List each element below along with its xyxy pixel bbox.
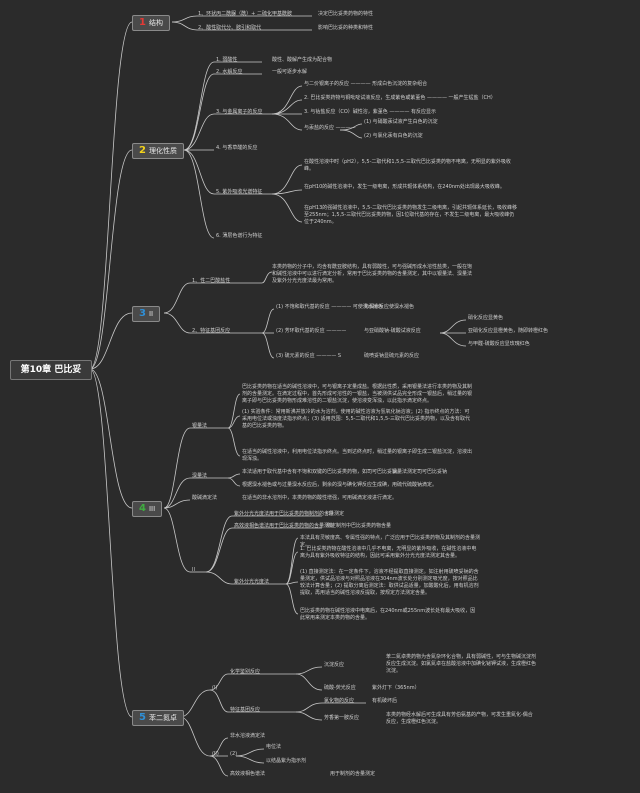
b5-chem-2[interactable]: 特征基团反应 [230, 707, 261, 713]
branch-5-number: 5 [139, 712, 146, 723]
b2-metal-4[interactable]: 与汞盐的反应 ———— [304, 125, 356, 131]
b4-silver-1[interactable]: 巴比妥类药物在适当的碱性溶液中，可与银离子定量成盐。根据此性质，采用银量法进行本… [242, 384, 473, 404]
b4-uv-para-1[interactable]: 本法具有灵敏度高、专属性强的特点，广泛应用于巴比妥类药物及其制剂的含量测定。 [300, 535, 481, 548]
b4-uv-item-3[interactable]: 紫外分光光度法 [234, 579, 270, 585]
b3-item-2[interactable]: 2、特征基团反应 [192, 328, 231, 334]
b3-note-1[interactable]: 与溴水反应使溴水褪色 [364, 304, 415, 310]
b4-silver-3[interactable]: 在适当的碱性溶液中，利用电位法指示终点。当到达终点时，稍过量的银离子即生成二银盐… [242, 449, 473, 462]
b5-ii-item-1[interactable]: 非水溶液滴定法 [230, 733, 266, 739]
b4-label-acidbase[interactable]: 酸碱滴定法 [192, 495, 218, 501]
branch-1-label: 结构 [148, 19, 163, 27]
b5-chem-sub-4[interactable]: 芳香第一胺反应 [324, 715, 360, 721]
b1-note-2[interactable]: 影响巴比妥的种类和特性 [318, 25, 374, 31]
b2-item-5[interactable]: 5. 紫外吸收光谱特征 [216, 189, 263, 195]
b5-chem-sub-1[interactable]: 沉淀反应 [324, 662, 345, 668]
b3-sub-3[interactable]: 与甲醛-硫酸反应显玫瑰红色 [468, 341, 530, 347]
b2-note-1[interactable]: 酸性、酸解产生成为配合物 [272, 57, 333, 63]
b4-uv-para-3[interactable]: (1) 直接测定法：在一定条件下，溶液不经提取直接测定。如注射用硫喷妥钠的含量测… [300, 569, 479, 596]
b5-chem-para-3[interactable]: 本类药物经水解后可生成具有芳伯氨基的产物，可发生重氮化-偶合反应，生成橙红色沉淀… [386, 712, 533, 725]
b2-item-3[interactable]: 3. 与金属离子的反应 [216, 109, 263, 115]
b5-ii-sub-2[interactable]: 以结晶紫为指示剂 [266, 758, 307, 764]
branch-5-label: 苯二氮卓 [148, 714, 177, 722]
b2-uv-3[interactable]: 在pH13的强碱性溶液中，5,5-二取代巴比妥类药物发生二级电离，引起共轭体系延… [304, 205, 518, 225]
b4-label-silver[interactable]: 银量法 [192, 423, 208, 429]
b2-item-2[interactable]: 2. 水解反应 [216, 69, 243, 75]
b3-row-2[interactable]: (2) 芳环取代基的反应 ———— [276, 328, 347, 334]
b2-mercury-1[interactable]: (1) 与硝酸汞试液产生白色的沉淀 [364, 119, 438, 125]
branch-4-label: III [148, 505, 156, 513]
b1-note-1[interactable]: 决定巴比妥类药物的特性 [318, 11, 374, 17]
b3-item-1[interactable]: 1、性二巴酸盐性 [192, 278, 231, 284]
branch-1-number: 1 [139, 17, 146, 28]
b5-chem-note-1[interactable]: 紫外灯下（365nm） [372, 685, 420, 691]
branch-2-number: 2 [139, 145, 146, 156]
b3-para[interactable]: 本类药物的分子中，均含有酰亚胺结构，具有弱酸性，可与强碱形成水溶性盐类，一般在饱… [272, 264, 473, 284]
b4-bromine-note[interactable]: 溴量法测定司可巴比妥钠 [392, 469, 448, 475]
b3-row-3[interactable]: (3) 硫元素的反应 ———— S [276, 353, 342, 359]
b4-uv-item-2[interactable]: 高效液相色谱法用于巴比妥类药物的含量测定 [234, 523, 335, 529]
b4-bromine-sub[interactable]: 根据溴水褪色或与过量溴水反应后，剩余的溴与碘化钾反应生成碘，用硫代硫酸钠滴定。 [242, 482, 438, 488]
b2-mercury-2[interactable]: (2) 与氯化汞有白色的沉淀 [364, 133, 423, 139]
b5-ii-item-2[interactable]: (2) [230, 751, 238, 757]
b2-note-2[interactable]: 一般可逐步水解 [272, 69, 308, 75]
b2-item-6[interactable]: 6. 薄层色谱行为特征 [216, 233, 263, 239]
branch-4-number: 4 [139, 503, 146, 514]
b1-item-1[interactable]: 1、环状丙二酰脲（酰）+ 二硫化甲基酰胺 [198, 11, 292, 17]
root-node[interactable]: 第10章 巴比妥 [10, 360, 92, 380]
b1-item-2[interactable]: 2、酸性取代分、胺引和取代 [198, 25, 262, 31]
b5-hplc-note[interactable]: 用于制剂的含量测定 [330, 771, 376, 777]
b5-chem-sub-2[interactable]: 硫酸-荧光反应 [324, 685, 356, 691]
b5-chem-note-2[interactable]: 有机破坏后 [372, 698, 398, 704]
branch-3-number: 3 [139, 308, 146, 319]
b5-label-ii[interactable]: (II) [212, 751, 219, 757]
b3-row-1[interactable]: (1) 不饱和取代基的反应 ———— 可使溴水褪色 [276, 304, 383, 310]
b4-uv-note-2[interactable]: 测定制剂中巴比妥类药物含量 [326, 523, 392, 529]
b4-uv-para-4[interactable]: 巴比妥类药物在碱性溶液中电离后，在240nm或255nm波长处有最大吸收，因此常… [300, 608, 476, 621]
b4-bromine[interactable]: 本法适用于取代基中含有不饱和双键的巴比妥类药物，如司可巴比妥钠。 [242, 469, 403, 475]
b5-label-i[interactable]: (I) [212, 685, 218, 691]
branch-2-label: 理化性质 [148, 147, 177, 155]
b3-sub-1[interactable]: 硝化反应显黄色 [468, 315, 504, 321]
branch-3-label: II [148, 310, 154, 318]
b3-note-3[interactable]: 硫喷妥钠显硫元素的反应 [364, 353, 420, 359]
b2-metal-1[interactable]: 与二价银离子的反应 ———— 形成白色沉淀的复杂组合 [304, 81, 428, 87]
b2-uv-1[interactable]: 在酸性溶液中时（pH2），5,5-二取代和1,5,5-三取代巴比妥类药物不电离，… [304, 159, 511, 172]
b4-uv-item-1[interactable]: 紫外分光光度法用于巴比妥类药物制剂的含量测定 [234, 511, 345, 517]
b2-metal-3[interactable]: 3. 与钴盐反应（CO）碱性溶，紫堇色 ———— 有反应显示 [304, 109, 436, 115]
b4-acidbase[interactable]: 在适当的非水溶剂中，本类药物的酸性增强，可用碱滴定液进行滴定。 [242, 495, 398, 501]
b5-ii-item-3[interactable]: 高效液相色谱法 [230, 771, 266, 777]
b4-label-ii[interactable]: II [192, 567, 195, 573]
connector-lines [89, 15, 467, 777]
b5-chem-1[interactable]: 化学鉴别反应 [230, 669, 261, 675]
b4-uv-note-1[interactable]: (1) [326, 511, 334, 517]
b4-uv-para-2[interactable]: 1. 巴比妥类药物在酸性溶液中几乎不电离，无明显的紫外吸收，在碱性溶液中电离为具… [300, 546, 477, 559]
b5-chem-sub-3[interactable]: 氯化物的反应 [324, 698, 355, 704]
b3-note-2[interactable]: 与亚硝酸钠-硫酸试液反应 [364, 328, 421, 334]
b4-label-bromine[interactable]: 溴量法 [192, 473, 208, 479]
b5-chem-para-1[interactable]: 苯二氮卓类药物为含氮杂环化合物，具有弱碱性，可与生物碱沉淀剂反应生成沉淀。如氯氮… [386, 654, 537, 674]
b2-uv-2[interactable]: 在pH10的碱性溶液中，发生一级电离，形成共轭体系结构，在240nm处出现最大吸… [304, 184, 505, 190]
b2-metal-2[interactable]: 2. 巴比妥类药物与铜吡啶试液反应，生成紫色或紫堇色 ———— 一般产生锰盐（C… [304, 95, 496, 101]
b2-item-1[interactable]: 1. 弱酸性 [216, 57, 238, 63]
b3-sub-2[interactable]: 亚硝化反应显橙黄色，随即转橙红色 [468, 328, 549, 334]
b4-silver-2[interactable]: (1) 实验条件：常用新沸并放冷的水为溶剂，使用的碱性溶液为氢氧化钠溶液；(2)… [242, 409, 470, 429]
b2-item-4[interactable]: 4. 与香草醛的反应 [216, 145, 258, 151]
b5-ii-sub-1[interactable]: 电位法 [266, 744, 282, 750]
